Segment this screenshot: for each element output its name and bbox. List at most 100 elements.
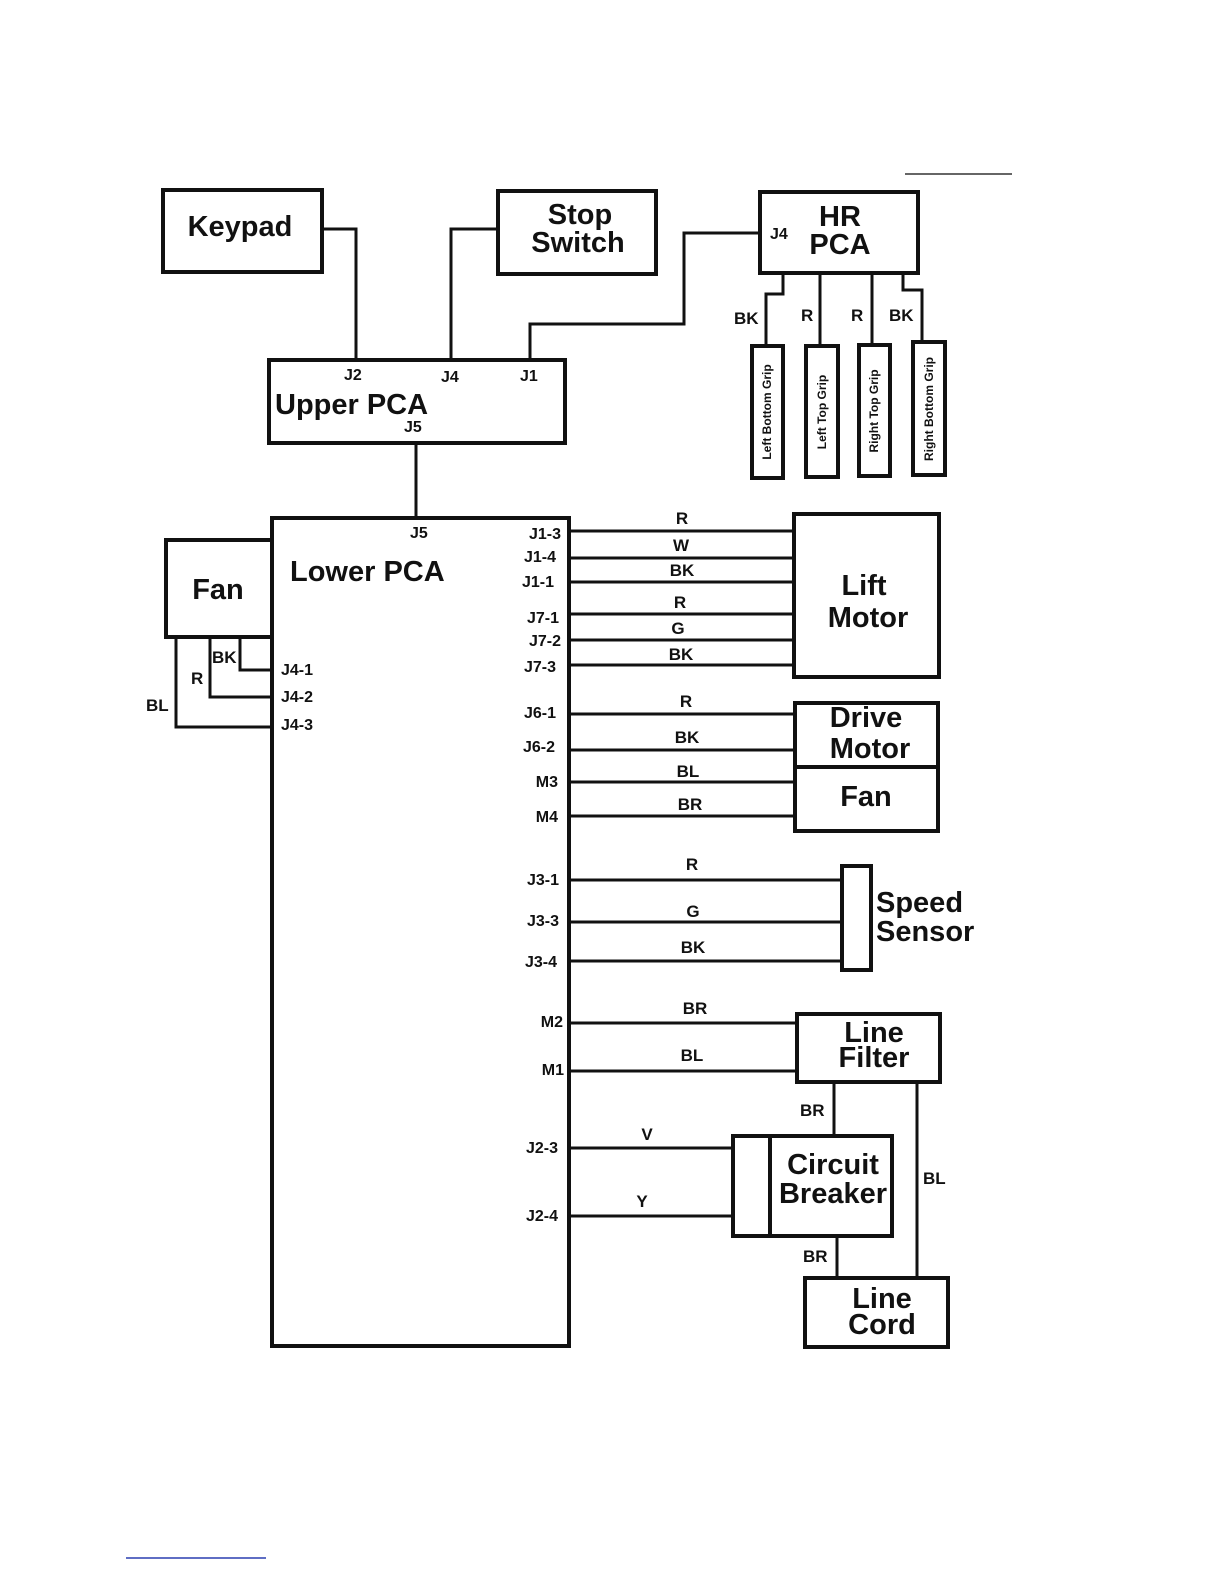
lower-pin-label: M4 — [536, 809, 558, 826]
wire-color-label: R — [674, 593, 686, 612]
lower-pin-label: J7-2 — [529, 633, 561, 650]
wire-color-label: BR — [683, 999, 708, 1018]
lower-pin-label: J1-1 — [522, 574, 554, 591]
lower-pin-label: J2-4 — [526, 1208, 558, 1225]
hr-pca-box — [758, 190, 920, 275]
drive-fan-label: Fan — [840, 781, 892, 813]
lower-pin-label: J4-2 — [281, 689, 313, 706]
drive-motor-label-1: Drive — [830, 702, 903, 734]
lower-pin-label: J7-1 — [527, 610, 559, 627]
grip-box-left-bottom — [750, 344, 785, 480]
line-filter-box — [795, 1012, 942, 1084]
stop-switch-label-2: Switch — [531, 227, 624, 259]
lower-pin-label: J5 — [410, 525, 428, 542]
wire-color-label: R — [191, 669, 203, 688]
grip-label-right-bottom: Right Bottom Grip — [922, 357, 936, 461]
circuit-breaker-label-1: Circuit — [787, 1149, 879, 1181]
grip-wire-color: BK — [734, 309, 759, 328]
upper-pin-label: J2 — [344, 367, 362, 384]
lower-pin-label: J6-2 — [523, 739, 555, 756]
grip-box-left-top — [804, 344, 840, 479]
lower-pin-label: M3 — [536, 774, 558, 791]
wire-color-label: R — [676, 509, 688, 528]
wire-color-label: W — [673, 536, 690, 555]
circuit-breaker-label-2: Breaker — [779, 1178, 887, 1210]
lower-pin-label: J7-3 — [524, 659, 556, 676]
hr-pca-label-1: HR — [819, 201, 861, 233]
line-cord-label-2: Cord — [848, 1309, 916, 1341]
stop-switch-box — [496, 189, 658, 276]
wire-color-label: BK — [212, 648, 237, 667]
grip-wire-color: R — [801, 306, 813, 325]
upper-pin-label: J1 — [520, 368, 538, 385]
wire-color-label: BL — [923, 1169, 946, 1188]
upper-pin-label: J4 — [441, 369, 459, 386]
wire-color-label: BL — [677, 762, 700, 781]
lower-pin-label: J3-1 — [527, 872, 559, 889]
grip-wire-color: R — [851, 306, 863, 325]
line-filter-label-1: Line — [844, 1017, 904, 1049]
wire-color-label: Y — [636, 1192, 648, 1211]
wire-color-label: V — [641, 1125, 653, 1144]
speed-sensor-label-1: Speed — [876, 887, 963, 919]
wire-color-label: G — [671, 619, 684, 638]
lower-pin-label: J1-3 — [529, 526, 561, 543]
line-cord-box — [803, 1276, 950, 1349]
grip-label-left-top: Left Top Grip — [815, 375, 829, 449]
wire-color-label: BR — [800, 1101, 825, 1120]
wire-color-label: R — [680, 692, 692, 711]
fan-wire-bk — [238, 636, 272, 672]
lower-pin-label: M1 — [542, 1062, 564, 1079]
lower-pca-label: Lower PCA — [290, 556, 445, 588]
speed-sensor-box — [840, 864, 873, 972]
line-filter-label-2: Filter — [839, 1042, 910, 1074]
keypad-wire — [322, 227, 358, 360]
drive-motor-label-2: Motor — [830, 733, 911, 765]
wire-color-label: BL — [681, 1046, 704, 1065]
upper-pca-box — [267, 358, 567, 445]
grip-label-right-top: Right Top Grip — [867, 369, 881, 452]
lower-pin-label: J4-1 — [281, 662, 313, 679]
circuit-breaker-box — [731, 1134, 894, 1238]
lower-pin-label: J3-4 — [525, 954, 557, 971]
wire-color-label: BR — [678, 795, 703, 814]
hr-pca-label-2: PCA — [809, 229, 870, 261]
wire-color-label: BK — [675, 728, 700, 747]
hr-pca-wire — [528, 231, 760, 360]
line-cord-label-1: Line — [852, 1283, 912, 1315]
grip-wire-color: BK — [889, 306, 914, 325]
grip-box-right-top — [857, 343, 892, 478]
wire-color-label: G — [686, 902, 699, 921]
lift-motor-label-1: Lift — [841, 570, 886, 602]
grip-box-right-bottom — [911, 340, 947, 477]
grip-wire-right-bottom — [901, 274, 924, 342]
wire-color-label: R — [686, 855, 698, 874]
lower-pin-label: J1-4 — [524, 549, 556, 566]
lower-pin-label: J2-3 — [526, 1140, 558, 1157]
fan-box — [164, 538, 274, 639]
lower-pin-label: M2 — [541, 1014, 563, 1031]
lift-motor-box — [792, 512, 941, 679]
wire-color-label: BR — [803, 1247, 828, 1266]
lift-motor-label-2: Motor — [828, 602, 909, 634]
grip-wire-left-bottom — [764, 274, 785, 346]
fan-label: Fan — [192, 574, 244, 606]
wire-color-label: BL — [146, 696, 169, 715]
keypad-box — [161, 188, 324, 274]
keypad-label: Keypad — [188, 211, 293, 243]
lower-pin-label: J3-3 — [527, 913, 559, 930]
lower-pca-box — [270, 516, 571, 1348]
wire-color-label: BK — [670, 561, 695, 580]
upper-pca-label: Upper PCA — [275, 389, 428, 421]
lower-pin-label: J4-3 — [281, 717, 313, 734]
stop-switch-label-1: Stop — [548, 199, 612, 231]
upper-pin-label: J5 — [404, 419, 422, 436]
fan-wire-r — [208, 636, 272, 699]
grip-label-left-bottom: Left Bottom Grip — [760, 364, 774, 459]
hr-pca-pin-label: J4 — [770, 226, 788, 243]
stop-switch-wire — [449, 227, 498, 360]
lower-pin-label: J6-1 — [524, 705, 556, 722]
speed-sensor-label-2: Sensor — [876, 916, 974, 948]
fan-wire-bl — [174, 636, 272, 729]
